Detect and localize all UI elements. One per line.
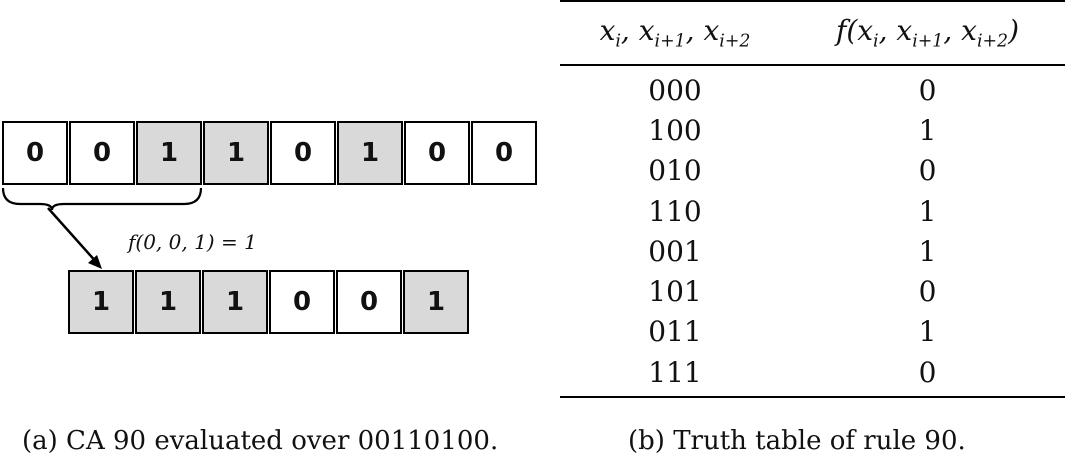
cell-neighborhood: 111 — [560, 352, 790, 399]
cell-neighborhood: 011 — [648, 315, 702, 349]
arrow-head — [88, 255, 102, 269]
cell-neighborhood: 101 — [648, 275, 702, 309]
neighborhood-brace — [1, 187, 203, 211]
cell-output: 1 — [918, 194, 937, 228]
cell-neighborhood: 000 — [648, 73, 702, 107]
input-cell: 0 — [69, 121, 135, 185]
input-cell: 0 — [2, 121, 68, 185]
cell-output: 0 — [918, 73, 937, 107]
cell-output: 0 — [918, 154, 937, 188]
cell-output: 1 — [918, 113, 937, 147]
table-row: 010 0 — [560, 151, 1065, 191]
cell-output: 0 — [918, 275, 937, 309]
cell-neighborhood: 100 — [648, 113, 702, 147]
cell-output: 1 — [918, 234, 937, 268]
input-cell: 0 — [471, 121, 537, 185]
input-cell: 0 — [270, 121, 336, 185]
table-row: 001 1 — [560, 231, 1065, 271]
truth-table-header: xi, xi+1, xi+2 f(xi, xi+1, xi+2) — [560, 0, 1065, 66]
input-cell: 0 — [404, 121, 470, 185]
cell-neighborhood: 010 — [648, 154, 702, 188]
input-cell: 1 — [337, 121, 403, 185]
cell-neighborhood: 001 — [648, 234, 702, 268]
header-function: f(xi, xi+1, xi+2) — [790, 0, 1065, 66]
caption-b: (b) Truth table of rule 90. — [628, 426, 966, 456]
cell-neighborhood: 110 — [648, 194, 702, 228]
output-cell: 0 — [269, 270, 335, 334]
table-row: 101 0 — [560, 271, 1065, 311]
caption-a: (a) CA 90 evaluated over 00110100. — [22, 426, 499, 456]
table-row: 110 1 — [560, 191, 1065, 231]
neighborhood-brace-arrow — [1, 187, 203, 269]
cell-output: 0 — [790, 352, 1065, 399]
table-row: 011 1 — [560, 312, 1065, 352]
output-cell: 1 — [403, 270, 469, 334]
header-neighborhood: xi, xi+1, xi+2 — [560, 0, 790, 66]
input-cell: 1 — [203, 121, 269, 185]
cell-output: 1 — [918, 315, 937, 349]
output-cell: 1 — [135, 270, 201, 334]
output-cell: 0 — [336, 270, 402, 334]
input-cell: 1 — [136, 121, 202, 185]
output-cell: 1 — [202, 270, 268, 334]
output-cell: 1 — [68, 270, 134, 334]
table-row: 100 1 — [560, 110, 1065, 150]
rule-evaluation-label: f(0, 0, 1) = 1 — [128, 230, 257, 254]
arrow-shaft — [47, 207, 99, 265]
